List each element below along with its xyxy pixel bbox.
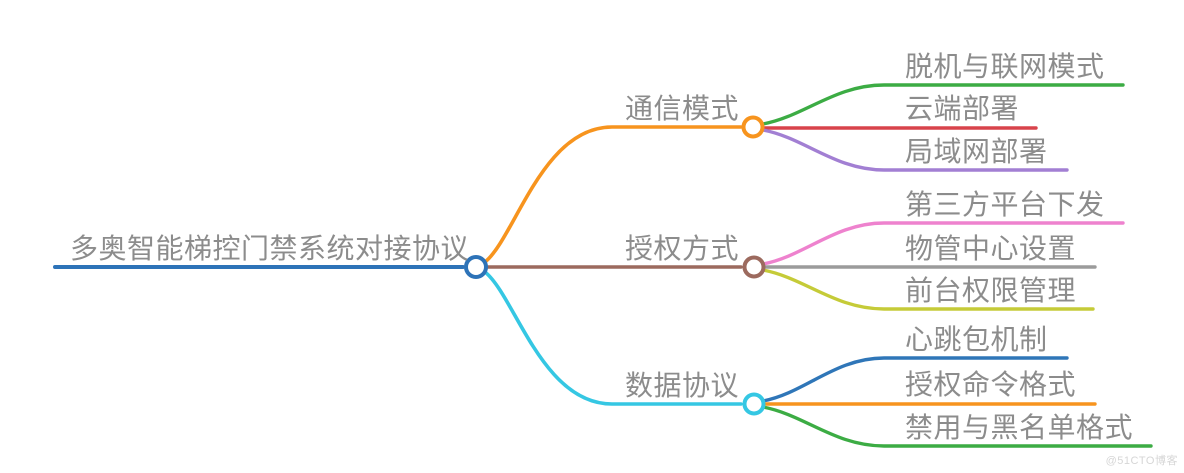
node-circle-authorization-method: [742, 255, 766, 279]
node-circle-root: [464, 255, 488, 279]
leaf-label-heartbeat-mechanism: 心跳包机制: [905, 324, 1048, 355]
root-label: 多奥智能梯控门禁系统对接协议: [70, 233, 470, 264]
edge-leaf-offline-online-mode: [761, 83, 1125, 126]
node-circle-data-protocol: [742, 392, 766, 416]
branch-label-authorization-method: 授权方式: [625, 233, 740, 264]
leaf-label-third-party-platform-dispatch: 第三方平台下发: [905, 189, 1105, 220]
edge-leaf-third-party-platform-dispatch: [761, 221, 1125, 266]
edge-leaf-heartbeat-mechanism: [761, 356, 1069, 403]
edge-root-communication-mode: [483, 125, 743, 264]
leaf-label-property-center-setting: 物管中心设置: [905, 233, 1077, 264]
edge-leaf-disable-blacklist-format: [761, 405, 1153, 448]
edge-leaf-front-desk-permission: [761, 268, 1095, 311]
leaf-label-cloud-deployment: 云端部署: [905, 93, 1020, 124]
leaf-label-front-desk-permission: 前台权限管理: [905, 275, 1077, 306]
leaf-label-lan-deployment: 局域网部署: [905, 136, 1048, 167]
leaf-label-disable-blacklist-format: 禁用与黑名单格式: [905, 412, 1134, 443]
edge-root-data-protocol: [483, 270, 743, 406]
watermark: @51CTO博客: [1105, 455, 1178, 467]
branch-label-data-protocol: 数据协议: [625, 370, 740, 401]
edge-leaf-lan-deployment: [761, 128, 1069, 172]
node-circle-communication-mode: [741, 115, 765, 139]
leaf-label-offline-online-mode: 脱机与联网模式: [905, 51, 1105, 82]
leaf-label-authorization-command-format: 授权命令格式: [905, 369, 1077, 400]
branch-label-communication-mode: 通信模式: [625, 93, 740, 124]
